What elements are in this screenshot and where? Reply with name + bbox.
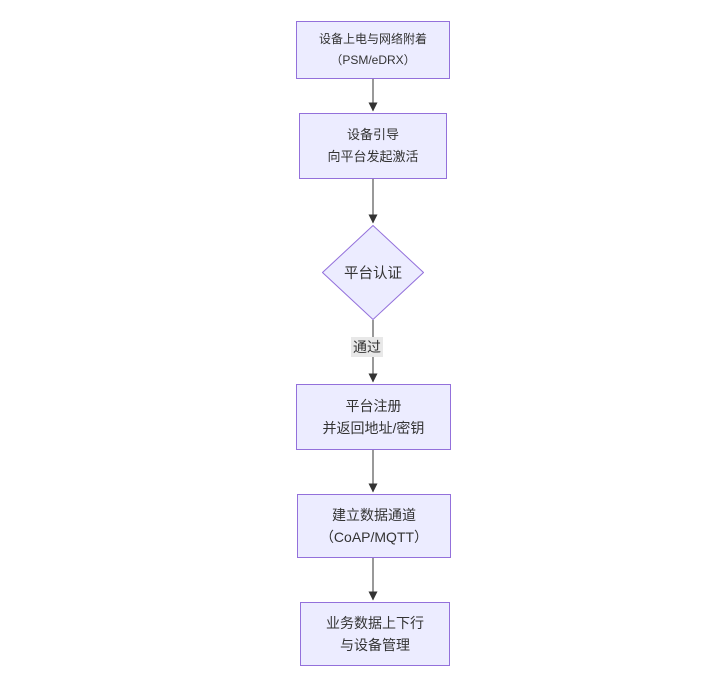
node-bootstrap: 设备引导 向平台发起激活 (299, 113, 447, 179)
diamond-shape-icon (322, 225, 424, 320)
node-text-line: 平台注册 (345, 398, 402, 414)
node-text-line: （CoAP/MQTT） (319, 529, 429, 545)
node-platform-register: 平台注册 并返回地址/密钥 (296, 384, 451, 450)
node-data-channel: 建立数据通道 （CoAP/MQTT） (297, 494, 451, 558)
node-business-data: 业务数据上下行 与设备管理 (300, 602, 450, 666)
node-text-line: 建立数据通道 (332, 507, 416, 523)
node-text-line: 平台认证 (344, 266, 402, 282)
node-text-line: 业务数据上下行 (326, 615, 424, 631)
node-text-line: 向平台发起激活 (327, 149, 419, 164)
node-power-attach: 设备上电与网络附着 （PSM/eDRX） (296, 21, 450, 79)
node-text-line: （PSM/eDRX） (330, 53, 416, 67)
node-text-line: 设备引导 (346, 127, 399, 142)
node-text-line: 设备上电与网络附着 (318, 32, 427, 46)
node-platform-auth: 平台认证 (322, 225, 424, 320)
edge-label-pass: 通过 (351, 337, 383, 357)
node-text-line: 并返回地址/密钥 (322, 420, 425, 436)
node-text-line: 与设备管理 (340, 637, 410, 653)
